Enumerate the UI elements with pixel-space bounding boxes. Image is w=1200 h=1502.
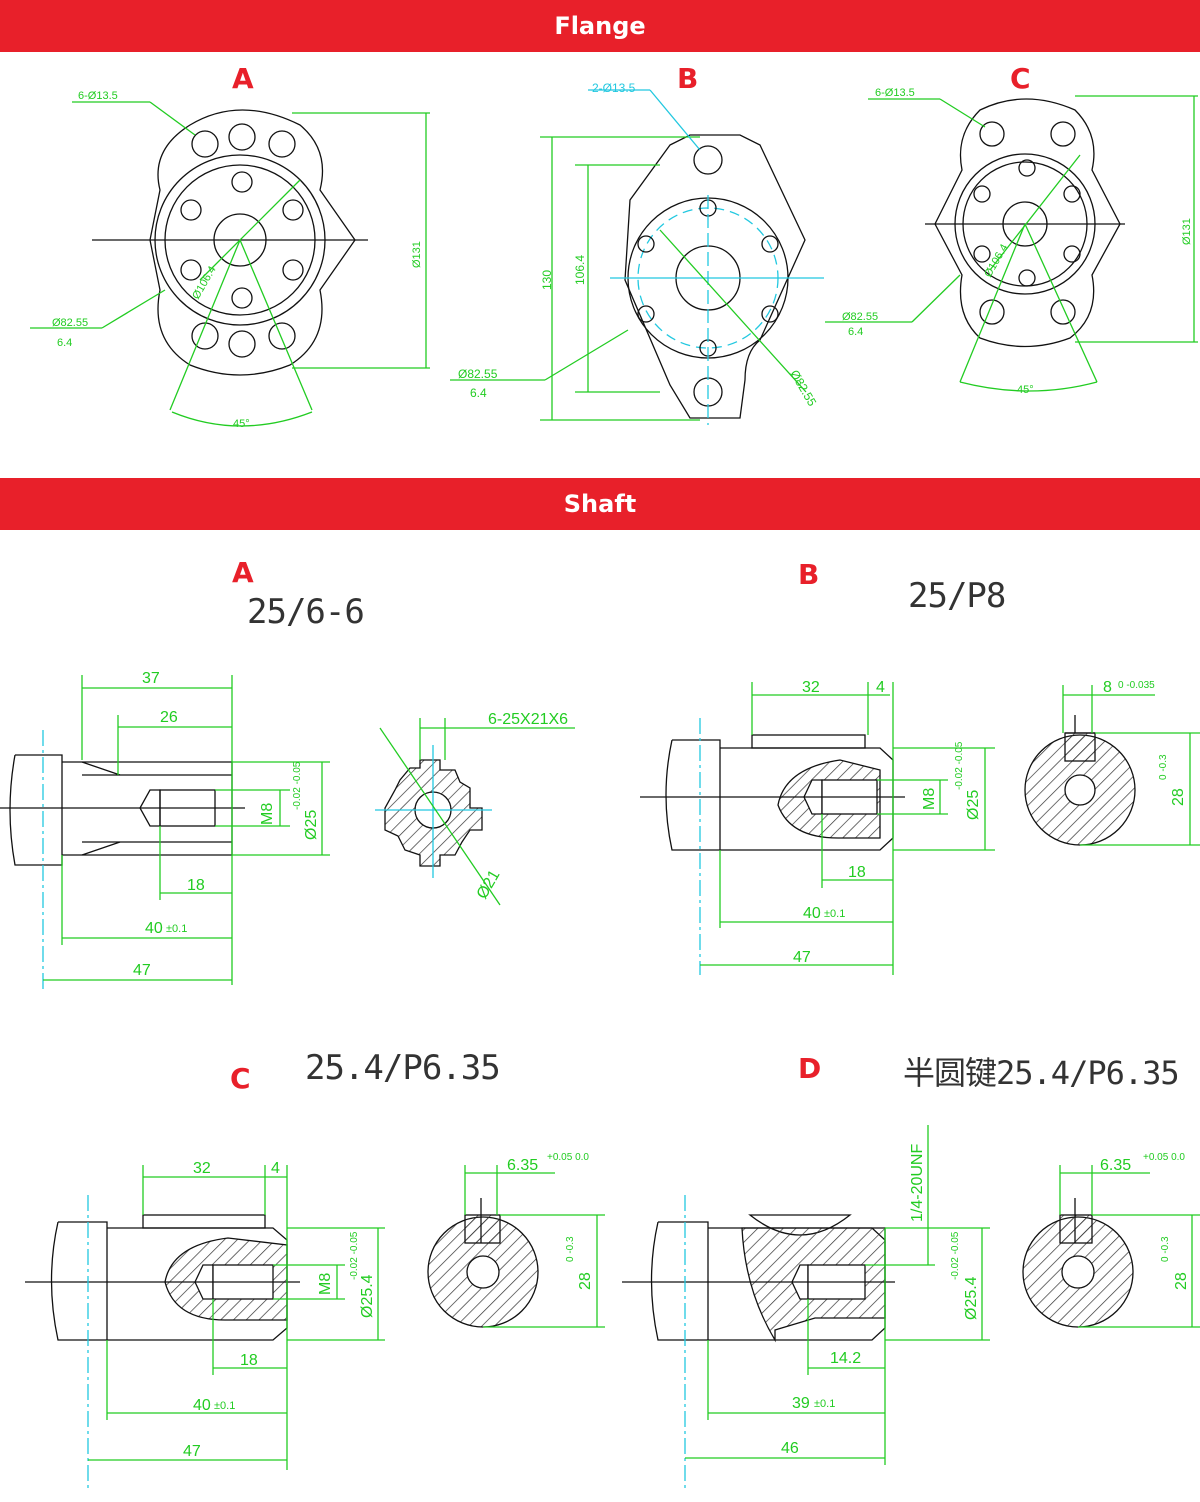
shaft-b-key: 8: [1103, 679, 1112, 696]
shaft-d-h28: 28: [1173, 1272, 1190, 1290]
flange-c-angle: 45°: [1017, 384, 1034, 396]
shaft-b-d47: 47: [793, 949, 811, 966]
shaft-c-dia-tol: -0.02 -0.05: [349, 1231, 360, 1280]
shaft-c-dia: Ø25.4: [359, 1274, 376, 1318]
shaft-a-d18: 18: [187, 877, 205, 894]
shaft-d-tol39: ±0.1: [814, 1398, 835, 1410]
shaft-b-d18: 18: [848, 864, 866, 881]
shaft-c-d32: 32: [193, 1160, 211, 1177]
flange-a-drawing: [30, 101, 430, 427]
flange-section-banner: Flange: [0, 0, 1200, 52]
flange-b-pilot-depth: 6.4: [470, 386, 487, 400]
flange-b-inner-height: 106.4: [573, 255, 587, 285]
flange-b-letter: B: [677, 62, 699, 95]
shaft-b-drawing: [640, 682, 1200, 975]
shaft-d-dia-tol: -0.02 -0.05: [950, 1231, 961, 1280]
shaft-b-d40: 40: [803, 905, 821, 922]
flange-c-drawing: [825, 95, 1198, 392]
shaft-d-letter: D: [798, 1052, 822, 1085]
shaft-c-letter: C: [230, 1062, 251, 1095]
shaft-a-spline: 6-25X21X6: [488, 711, 568, 728]
flange-b-diag: Ø82.55: [787, 368, 819, 409]
flange-b-pilot: Ø82.55: [458, 367, 498, 381]
flange-a-pcd: Ø106.4: [190, 264, 218, 301]
shaft-c-tol40: ±0.1: [214, 1400, 235, 1412]
shaft-a-d26: 26: [160, 709, 178, 726]
shaft-a-tol40: ±0.1: [166, 923, 187, 935]
shaft-b-h28: 28: [1170, 788, 1187, 806]
flange-c-pilot: Ø82.55: [842, 311, 878, 323]
flange-drawings: 6-Ø13.5 Ø106.4 Ø131 Ø82.55 6.4 45°: [30, 81, 1198, 430]
shaft-b-key-tol: 0 -0.035: [1118, 680, 1155, 691]
shaft-b-tol40: ±0.1: [824, 908, 845, 920]
shaft-b-dia-tol: -0.02 -0.05: [954, 741, 965, 790]
shaft-a-d37: 37: [142, 670, 160, 687]
flange-a-pilot-depth: 6.4: [57, 337, 72, 349]
flange-c-letter: C: [1010, 62, 1031, 95]
flange-c-holes: 6-Ø13.5: [875, 87, 915, 99]
flange-b-height: 130: [540, 270, 554, 290]
flange-a-holes: 6-Ø13.5: [78, 90, 118, 102]
shaft-a-drawing: [0, 675, 575, 990]
shaft-section-banner: Shaft: [0, 478, 1200, 530]
shaft-d-key: 6.35: [1100, 1157, 1131, 1174]
shaft-c-thread: M8: [317, 1273, 334, 1295]
shaft-a-d47: 47: [133, 962, 151, 979]
shaft-d-key-tol: +0.05 0.0: [1143, 1152, 1185, 1163]
shaft-b-dia: Ø25: [965, 790, 982, 820]
flange-c-pilot-depth: 6.4: [848, 326, 863, 338]
shaft-d-drawing: [622, 1125, 1200, 1490]
shaft-d-title: 半圆键25.4/P6.35: [903, 1054, 1180, 1092]
shaft-c-key: 6.35: [507, 1157, 538, 1174]
shaft-c-h28-tol: 0 -0.3: [565, 1236, 576, 1262]
shaft-c-d18: 18: [240, 1352, 258, 1369]
shaft-c-drawing: [25, 1165, 605, 1490]
shaft-a-dia-tol: -0.02 -0.05: [292, 761, 303, 810]
flange-a-pilot: Ø82.55: [52, 317, 88, 329]
shaft-b-d32: 32: [802, 679, 820, 696]
flange-b-holes: 2-Ø13.5: [592, 81, 636, 95]
flange-c-outer: Ø131: [1181, 218, 1193, 245]
shaft-a-letter: A: [232, 556, 254, 589]
shaft-b-title: 25/P8: [908, 576, 1006, 616]
shaft-d-h28-tol: 0 -0.3: [1160, 1236, 1171, 1262]
shaft-drawings: 37 26 18 40 ±0.1 47 M8 Ø25 -0.02 -0.05 6…: [0, 670, 1200, 1490]
shaft-a-title: 25/6-6: [247, 592, 365, 632]
shaft-b-d4: 4: [876, 679, 885, 696]
shaft-b-letter: B: [798, 558, 820, 591]
shaft-a-dia: Ø25: [303, 810, 320, 840]
shaft-c-d40: 40: [193, 1397, 211, 1414]
shaft-c-d47: 47: [183, 1443, 201, 1460]
shaft-a-d40: 40: [145, 920, 163, 937]
shaft-c-d4: 4: [271, 1160, 280, 1177]
shaft-c-h28: 28: [577, 1272, 594, 1290]
shaft-a-thread: M8: [259, 803, 276, 825]
flange-a-angle: 45°: [233, 418, 250, 430]
shaft-c-title: 25.4/P6.35: [305, 1048, 501, 1088]
flange-a-letter: A: [232, 62, 254, 95]
shaft-d-thread: 1/4-20UNF: [909, 1144, 926, 1222]
shaft-d-d39: 39: [792, 1395, 810, 1412]
shaft-c-key-tol: +0.05 0.0: [547, 1152, 589, 1163]
shaft-d-d46: 46: [781, 1440, 799, 1457]
shaft-d-dia: Ø25.4: [963, 1276, 980, 1320]
shaft-d-d142: 14.2: [830, 1350, 861, 1367]
shaft-b-thread: M8: [921, 788, 938, 810]
flange-a-outer: Ø131: [411, 241, 423, 268]
flange-b-drawing: [450, 89, 824, 425]
shaft-b-h28-tol: 0 -0.3: [1158, 754, 1169, 780]
